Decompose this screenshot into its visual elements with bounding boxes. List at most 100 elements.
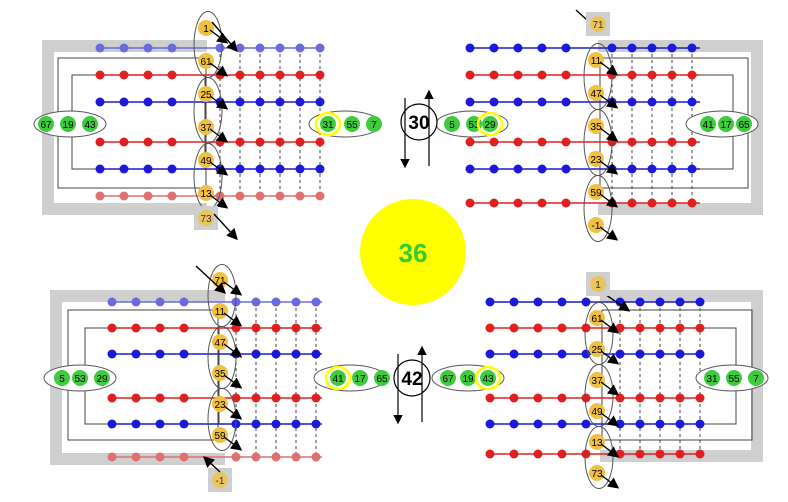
row-node (695, 449, 705, 459)
row-node (627, 137, 637, 147)
row-node (255, 97, 265, 107)
row-node (615, 419, 625, 429)
extra-node-label: 73 (200, 214, 212, 225)
row-node (561, 137, 571, 147)
chain-node (212, 427, 228, 443)
row-node (143, 164, 153, 174)
row-node (561, 97, 571, 107)
row-node (231, 452, 241, 462)
chain-arrow (223, 405, 243, 420)
row-node (235, 43, 245, 53)
far-group-node (736, 116, 752, 132)
row-node (533, 449, 543, 459)
row-node (647, 43, 657, 53)
chain-node-label: 37 (200, 123, 212, 134)
chain-arrow (599, 226, 619, 241)
row-node (295, 191, 305, 201)
far-group-label: 31 (706, 374, 718, 385)
row-node (485, 349, 495, 359)
chain-node-label: 35 (590, 122, 602, 133)
row-node (107, 349, 117, 359)
row-node (533, 297, 543, 307)
row-node (667, 164, 677, 174)
row-node (119, 70, 129, 80)
far-group-node (726, 370, 742, 386)
row-node (291, 323, 301, 333)
row-node (95, 97, 105, 107)
row-node (485, 419, 495, 429)
chain-node (589, 465, 605, 481)
chain-node (588, 52, 604, 68)
row-node (485, 449, 495, 459)
far-group-label: 17 (720, 120, 732, 131)
end-group-label: 41 (332, 374, 344, 385)
far-group-label: 41 (702, 120, 714, 131)
sign-circle (393, 359, 431, 397)
row-node (489, 97, 499, 107)
row-node (667, 97, 677, 107)
row-node (167, 164, 177, 174)
row-node (255, 137, 265, 147)
end-group-node (320, 116, 336, 132)
chain-arrow (209, 62, 229, 77)
row-node (155, 297, 165, 307)
chain-node-label: 37 (591, 376, 603, 387)
row-node (179, 323, 189, 333)
extra-node (212, 472, 228, 488)
row-node (635, 449, 645, 459)
row-node (687, 164, 697, 174)
row-node (675, 449, 685, 459)
chain-node-label: 25 (200, 90, 212, 101)
extra-node-label: -1 (216, 476, 225, 487)
chain-node (212, 334, 228, 350)
row-node (627, 164, 637, 174)
row-node (687, 198, 697, 208)
row-node (635, 349, 645, 359)
row-node (615, 349, 625, 359)
far-group-node (94, 370, 110, 386)
end-group-label: 43 (482, 374, 494, 385)
extra-node (590, 276, 606, 292)
row-node (107, 393, 117, 403)
row-node (675, 349, 685, 359)
row-node (485, 393, 495, 403)
row-node (119, 137, 129, 147)
row-node (489, 164, 499, 174)
chain-arrow (209, 161, 229, 176)
row-node (465, 137, 475, 147)
chain-node-label: 13 (200, 189, 212, 200)
extra-arrow (202, 456, 221, 473)
chain-arrow (211, 21, 238, 53)
chain-node (198, 20, 214, 36)
far-group-label: 5 (59, 374, 65, 385)
row-node (275, 97, 285, 107)
row-node (255, 70, 265, 80)
chain-node-label: 71 (214, 276, 226, 287)
row-node (311, 297, 321, 307)
end-group-label: 5 (449, 120, 455, 131)
end-group-label: 7 (371, 120, 377, 131)
row-node (143, 137, 153, 147)
row-node (167, 70, 177, 80)
row-node (635, 297, 645, 307)
row-node (251, 349, 261, 359)
chain-arrow (209, 29, 229, 44)
row-node (155, 419, 165, 429)
row-node (465, 70, 475, 80)
row-node (143, 97, 153, 107)
chain-node (588, 118, 604, 134)
row-node (315, 70, 325, 80)
row-node (107, 419, 117, 429)
row-node (557, 449, 567, 459)
row-node (509, 349, 519, 359)
row-node (687, 43, 697, 53)
row-node (557, 393, 567, 403)
row-node (561, 43, 571, 53)
center-disc (360, 199, 466, 305)
row-node (235, 70, 245, 80)
row-node (485, 297, 495, 307)
chain-arrow (195, 265, 227, 294)
row-node (215, 43, 225, 53)
row-node (271, 323, 281, 333)
row-node (131, 393, 141, 403)
